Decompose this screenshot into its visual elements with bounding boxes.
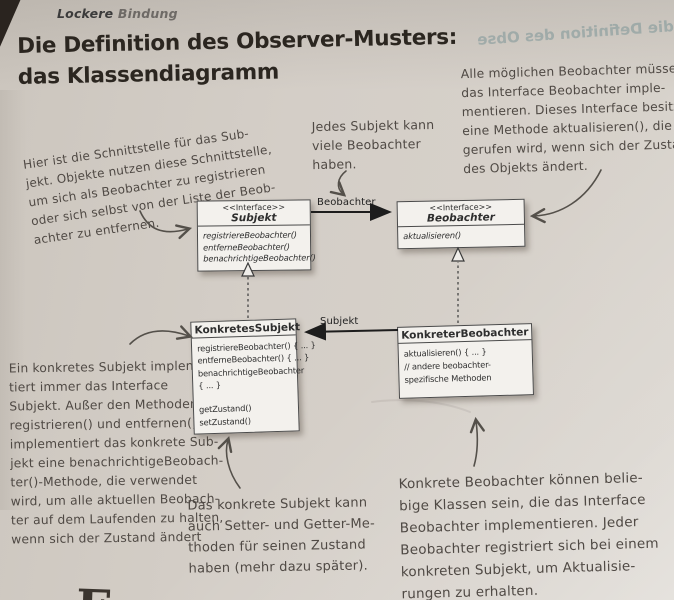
class-methods: registriereBeobachter() { ... }entferneB… [196,339,316,428]
class-header: <<Interface>> Beobachter [397,199,525,228]
class-methods: aktualisieren() { ... }// andere beobach… [403,346,492,385]
photo-left-vignette [0,90,26,510]
class-box-konkreter-beobachter: KonkreterBeobachter aktualisieren() { ..… [397,323,534,399]
page-title: Die Definition des Observer-Musters: das… [17,25,458,90]
class-methods: registriereBeobachter()entferneBeobachte… [202,229,316,264]
annotation-concrete-observer: Konkrete Beobachter können belie-bige Kl… [398,470,659,600]
section-header-light: Bindung [113,6,178,21]
section-header-bold: Lockere [57,6,114,21]
class-name: Beobachter [426,211,495,225]
class-name: Subjekt [231,211,277,225]
section-header: Lockere Bindung [57,6,178,21]
class-methods: aktualisieren() [403,230,462,242]
class-box-konkretes-subjekt: KonkretesSubjekt registriereBeobachter()… [190,318,316,435]
class-box-beobachter: <<Interface>> Beobachter aktualisieren() [396,198,526,249]
class-header: <<Interface>> Subjekt [197,200,310,227]
class-name: KonkreterBeobachter [401,326,529,342]
class-box-subjekt: <<Interface>> Subjekt registriereBeobach… [196,199,316,272]
association-label-subjekt: Subjekt [320,316,359,327]
partial-letter-f: F [75,579,111,600]
class-name: KonkretesSubjekt [194,321,301,337]
association-label-beobachter: Beobachter [317,197,376,208]
photo-top-shading [0,0,674,90]
